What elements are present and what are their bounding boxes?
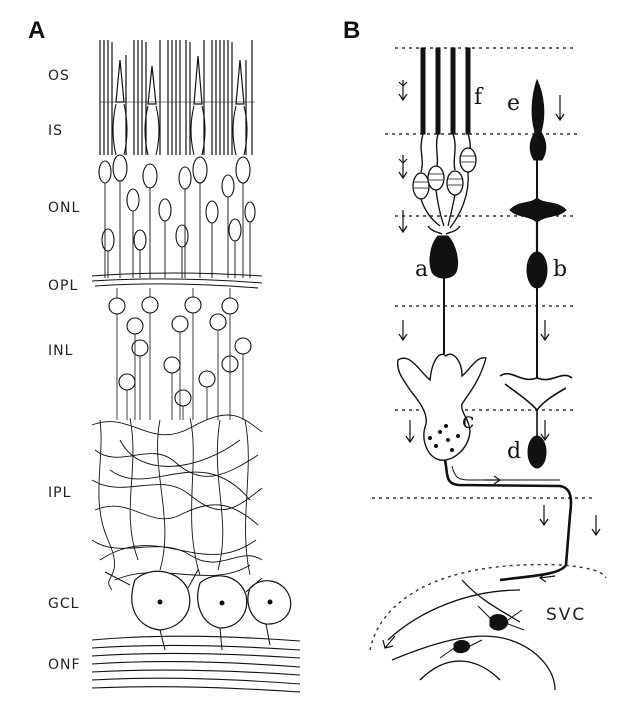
cell-label-e: e [507, 91, 520, 116]
photoreceptor-outer-segments [99, 40, 255, 155]
layer-label-opl: OPL [48, 278, 78, 294]
onf-fibers [91, 635, 301, 693]
ganglion-cell-d [499, 372, 573, 469]
panel-b-label: B [343, 17, 360, 44]
ipl-tangle [91, 414, 263, 591]
layer-labels: OS IS ONL OPL INL IPL GCL ONF [48, 68, 81, 673]
photoreceptor-inner-segments [112, 103, 248, 156]
cell-label-d: d [507, 439, 521, 464]
cone-cell [509, 78, 567, 223]
layer-label-ipl: IPL [48, 485, 71, 501]
layer-label-onf: ONF [48, 657, 81, 673]
ganglion-cell-c [396, 353, 573, 582]
cell-label-a: a [415, 257, 428, 282]
layer-label-onl: ONL [48, 200, 80, 216]
cell-labels: a b c d e f [415, 85, 567, 464]
layer-label-os: OS [48, 68, 70, 84]
cell-label-c: c [462, 409, 474, 434]
layer-label-inl: INL [48, 343, 73, 359]
ganglion-cells [104, 569, 292, 651]
rod-cells [412, 47, 477, 229]
inl-processes [116, 288, 244, 420]
panel-a: A OS IS ONL OPL INL IPL GCL ONF [28, 17, 301, 693]
signal-arrows [382, 80, 601, 649]
svc-region: SVC [369, 563, 607, 691]
panel-b: B [343, 17, 607, 691]
layer-label-gcl: GCL [48, 596, 79, 612]
opl-band [91, 272, 263, 289]
cone-bipolar-cell [526, 222, 548, 378]
layer-label-is: IS [48, 123, 63, 139]
onl-cell-bodies [98, 154, 256, 252]
cell-label-b: b [553, 257, 567, 282]
svc-label: SVC [546, 605, 586, 625]
rod-bipolar-cell [427, 225, 461, 412]
panel-a-label: A [28, 17, 45, 44]
onl-fibers [104, 181, 251, 278]
cell-label-f: f [474, 85, 484, 110]
